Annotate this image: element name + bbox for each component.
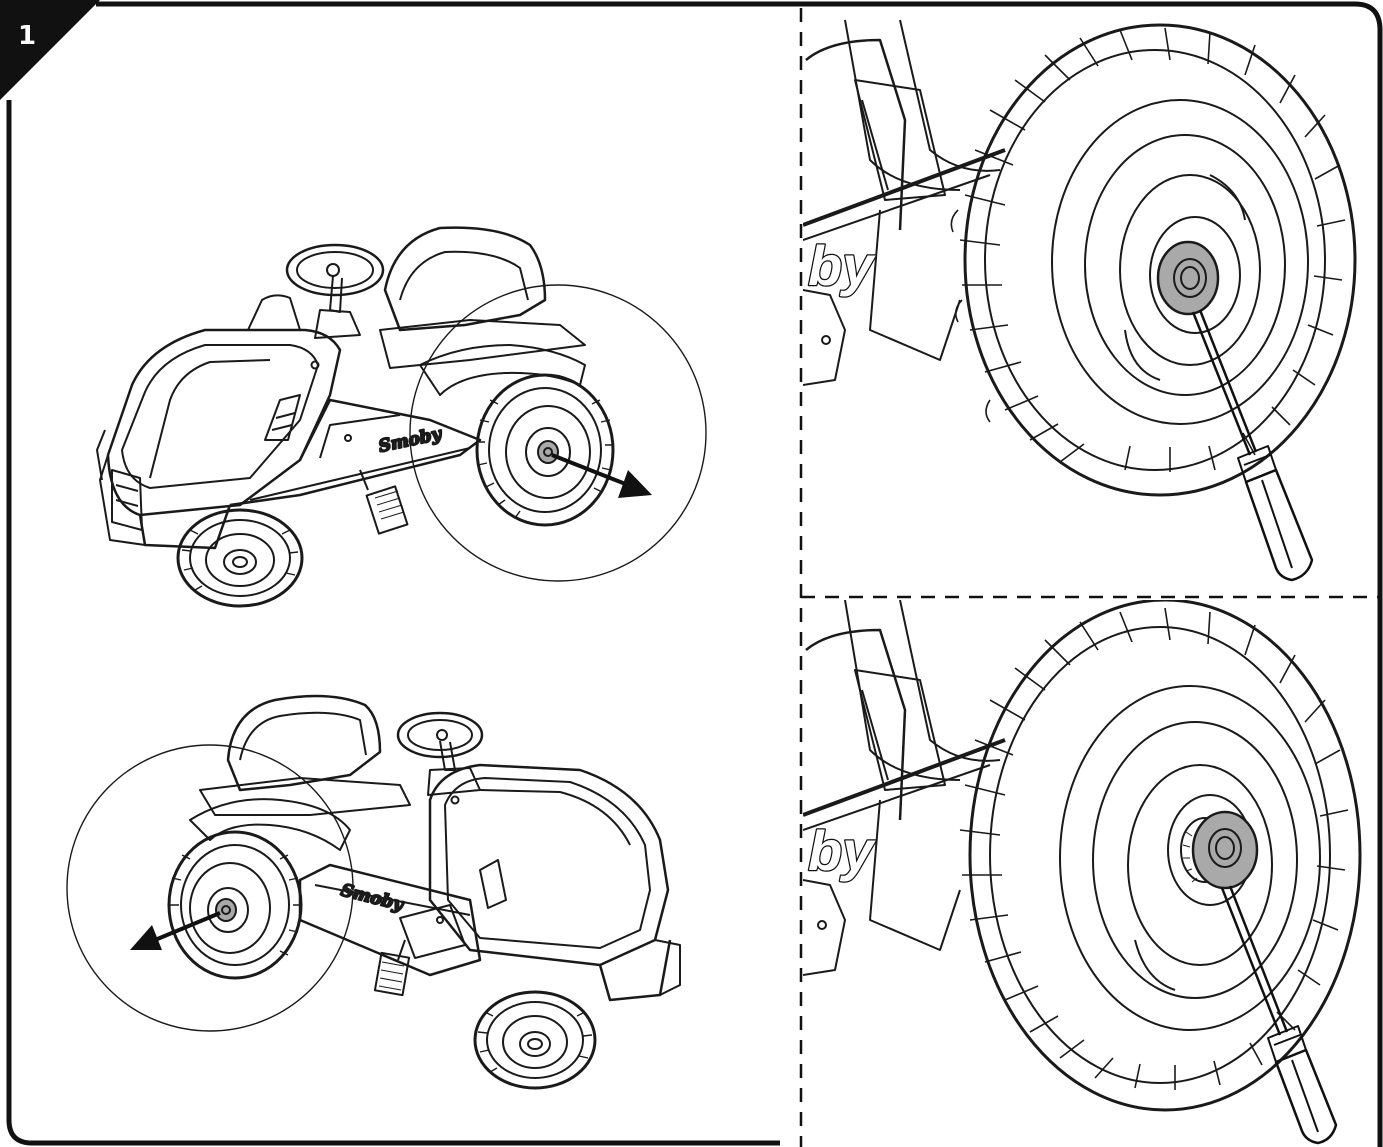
detail-circle-bottom [66, 744, 354, 1032]
hub-cap-bottom [215, 898, 237, 922]
brand-partial-top: by [808, 234, 876, 297]
tractor-top: Smoby [96, 226, 707, 608]
brand-partial-bottom: by [808, 819, 876, 882]
rear-wheel-top [475, 373, 615, 527]
hub-cap-top [537, 440, 559, 464]
detail-bottom-right: by [803, 600, 1362, 1145]
pull-arrow-top [551, 453, 652, 498]
screwdriver-bottom [1220, 885, 1338, 1145]
brand-logo-bottom: Smoby [339, 880, 406, 915]
pull-arrow-bottom [130, 911, 221, 950]
wheel-closeup-top [950, 23, 1357, 497]
front-wheel-bottom [473, 990, 597, 1090]
frame-border [6, 1, 1383, 1147]
detail-top-right: by [803, 19, 1357, 582]
screwdriver-top [1191, 309, 1314, 582]
step-badge: 1 [0, 0, 100, 100]
wheel-closeup-bottom [959, 600, 1362, 1112]
step-number: 1 [18, 21, 36, 51]
detail-circle-top [409, 284, 707, 582]
rear-wheel-bottom [167, 830, 303, 980]
tractor-bottom: Smoby [66, 694, 681, 1090]
front-wheel-top [176, 508, 304, 608]
